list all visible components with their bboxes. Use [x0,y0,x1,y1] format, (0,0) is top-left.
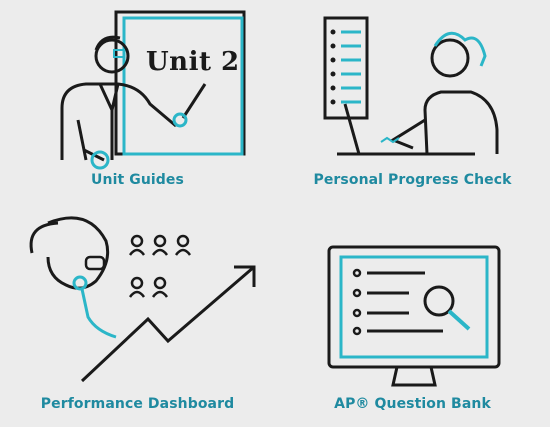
student-laptop-icon [323,16,499,156]
monitor-search-icon [327,245,501,387]
tile-question-bank[interactable]: AP® Question Bank [275,213,550,426]
tile-progress-check[interactable]: Personal Progress Check [275,0,550,213]
board-text: Unit 2 [146,47,240,77]
teacher-board-icon [60,10,246,170]
dashboard-growth-icon [29,216,256,383]
tile-performance-dashboard[interactable]: Performance Dashboard [0,213,275,426]
tile-label-progress-check: Personal Progress Check [313,172,512,188]
tile-unit-guides[interactable]: Unit 2 Unit Guides [0,0,275,213]
tile-label-performance-dashboard: Performance Dashboard [40,396,235,412]
tile-label-unit-guides: Unit Guides [91,172,184,188]
tile-label-question-bank: AP® Question Bank [334,396,491,412]
